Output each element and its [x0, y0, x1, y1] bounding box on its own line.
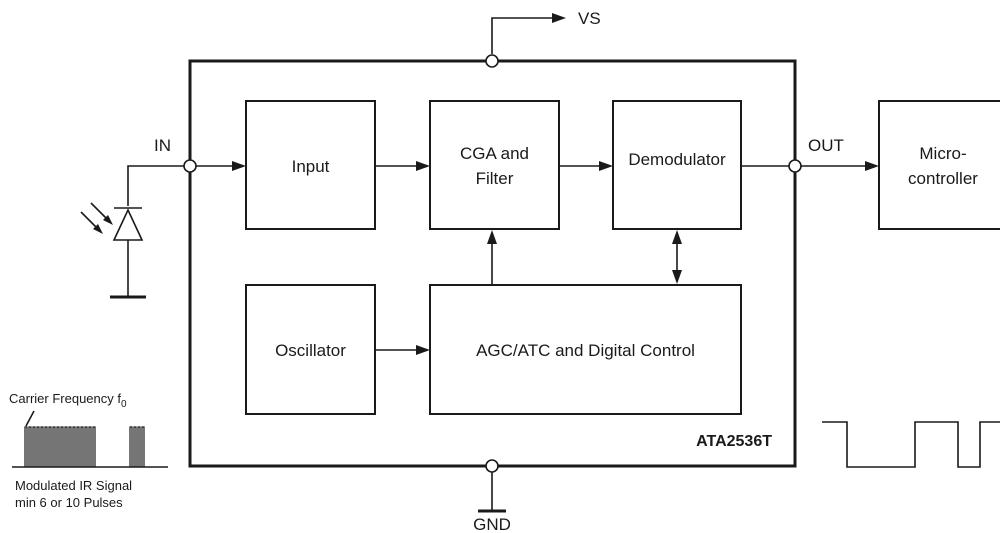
pulse [48, 426, 52, 467]
vs-label: VS [578, 9, 601, 28]
cga-filter-label-line1: CGA and [460, 144, 529, 163]
chip-name: ATA2536T [696, 433, 772, 450]
cga-filter-block [429, 100, 560, 230]
pulse [64, 426, 68, 467]
pulse [141, 426, 145, 467]
input-block [245, 100, 376, 230]
carrier-pointer [25, 410, 35, 427]
microcontroller-block [878, 100, 1000, 230]
pulse [80, 426, 84, 467]
arrow-right-icon [599, 161, 613, 171]
out-label: OUT [808, 136, 844, 155]
diode-icon [112, 208, 144, 241]
cga-filter-label-line2: Filter [476, 169, 514, 188]
light-rays-icon [80, 202, 113, 234]
pulse [32, 426, 36, 467]
pulse [92, 426, 96, 467]
arrow-right-icon [232, 161, 246, 171]
agc-atc-label: AGC/ATC and Digital Control [476, 341, 695, 360]
pulse [133, 426, 137, 467]
carrier-frequency-label: Carrier Frequency f0 [9, 391, 127, 410]
pulse [76, 426, 80, 467]
gnd-pin [485, 459, 499, 473]
pulse [44, 426, 48, 467]
oscillator-label: Oscillator [275, 341, 346, 360]
pulse [52, 426, 56, 467]
out-pin [788, 159, 802, 173]
pulse [68, 426, 72, 467]
arrow-right-icon [865, 161, 879, 171]
arrow-right-icon [416, 345, 430, 355]
pulse [84, 426, 88, 467]
gnd-connection [478, 459, 506, 513]
pulse [88, 426, 92, 467]
arrow-down-icon [672, 270, 682, 284]
input-label: Input [292, 157, 330, 176]
pulse [40, 426, 44, 467]
arrow-up-icon [487, 230, 497, 244]
agc-atc-block [429, 284, 742, 415]
vs-connection [485, 13, 566, 68]
pulse [137, 426, 141, 467]
pulse [36, 426, 40, 467]
pulse [60, 426, 64, 467]
pulse [129, 426, 133, 467]
demodulator-block [612, 100, 742, 230]
demodulator-label: Demodulator [628, 150, 726, 169]
photodiode [110, 165, 184, 299]
gnd-label: GND [473, 515, 511, 533]
arrow-up-icon [672, 230, 682, 244]
in-label: IN [154, 136, 171, 155]
ir-pulse-train [24, 426, 145, 467]
pulse [56, 426, 60, 467]
in-pin [183, 159, 197, 173]
vs-pin [485, 54, 499, 68]
arrow-right-icon [416, 161, 430, 171]
pulse [28, 426, 32, 467]
output-waveform [822, 421, 1000, 468]
signal-caption-line2: min 6 or 10 Pulses [15, 495, 123, 510]
microcontroller-label-line2: controller [908, 169, 978, 188]
pulse [72, 426, 76, 467]
microcontroller-label-line1: Micro- [919, 144, 966, 163]
signal-caption-line1: Modulated IR Signal [15, 478, 132, 493]
vs-arrow-icon [552, 13, 566, 23]
pulse [24, 426, 28, 467]
